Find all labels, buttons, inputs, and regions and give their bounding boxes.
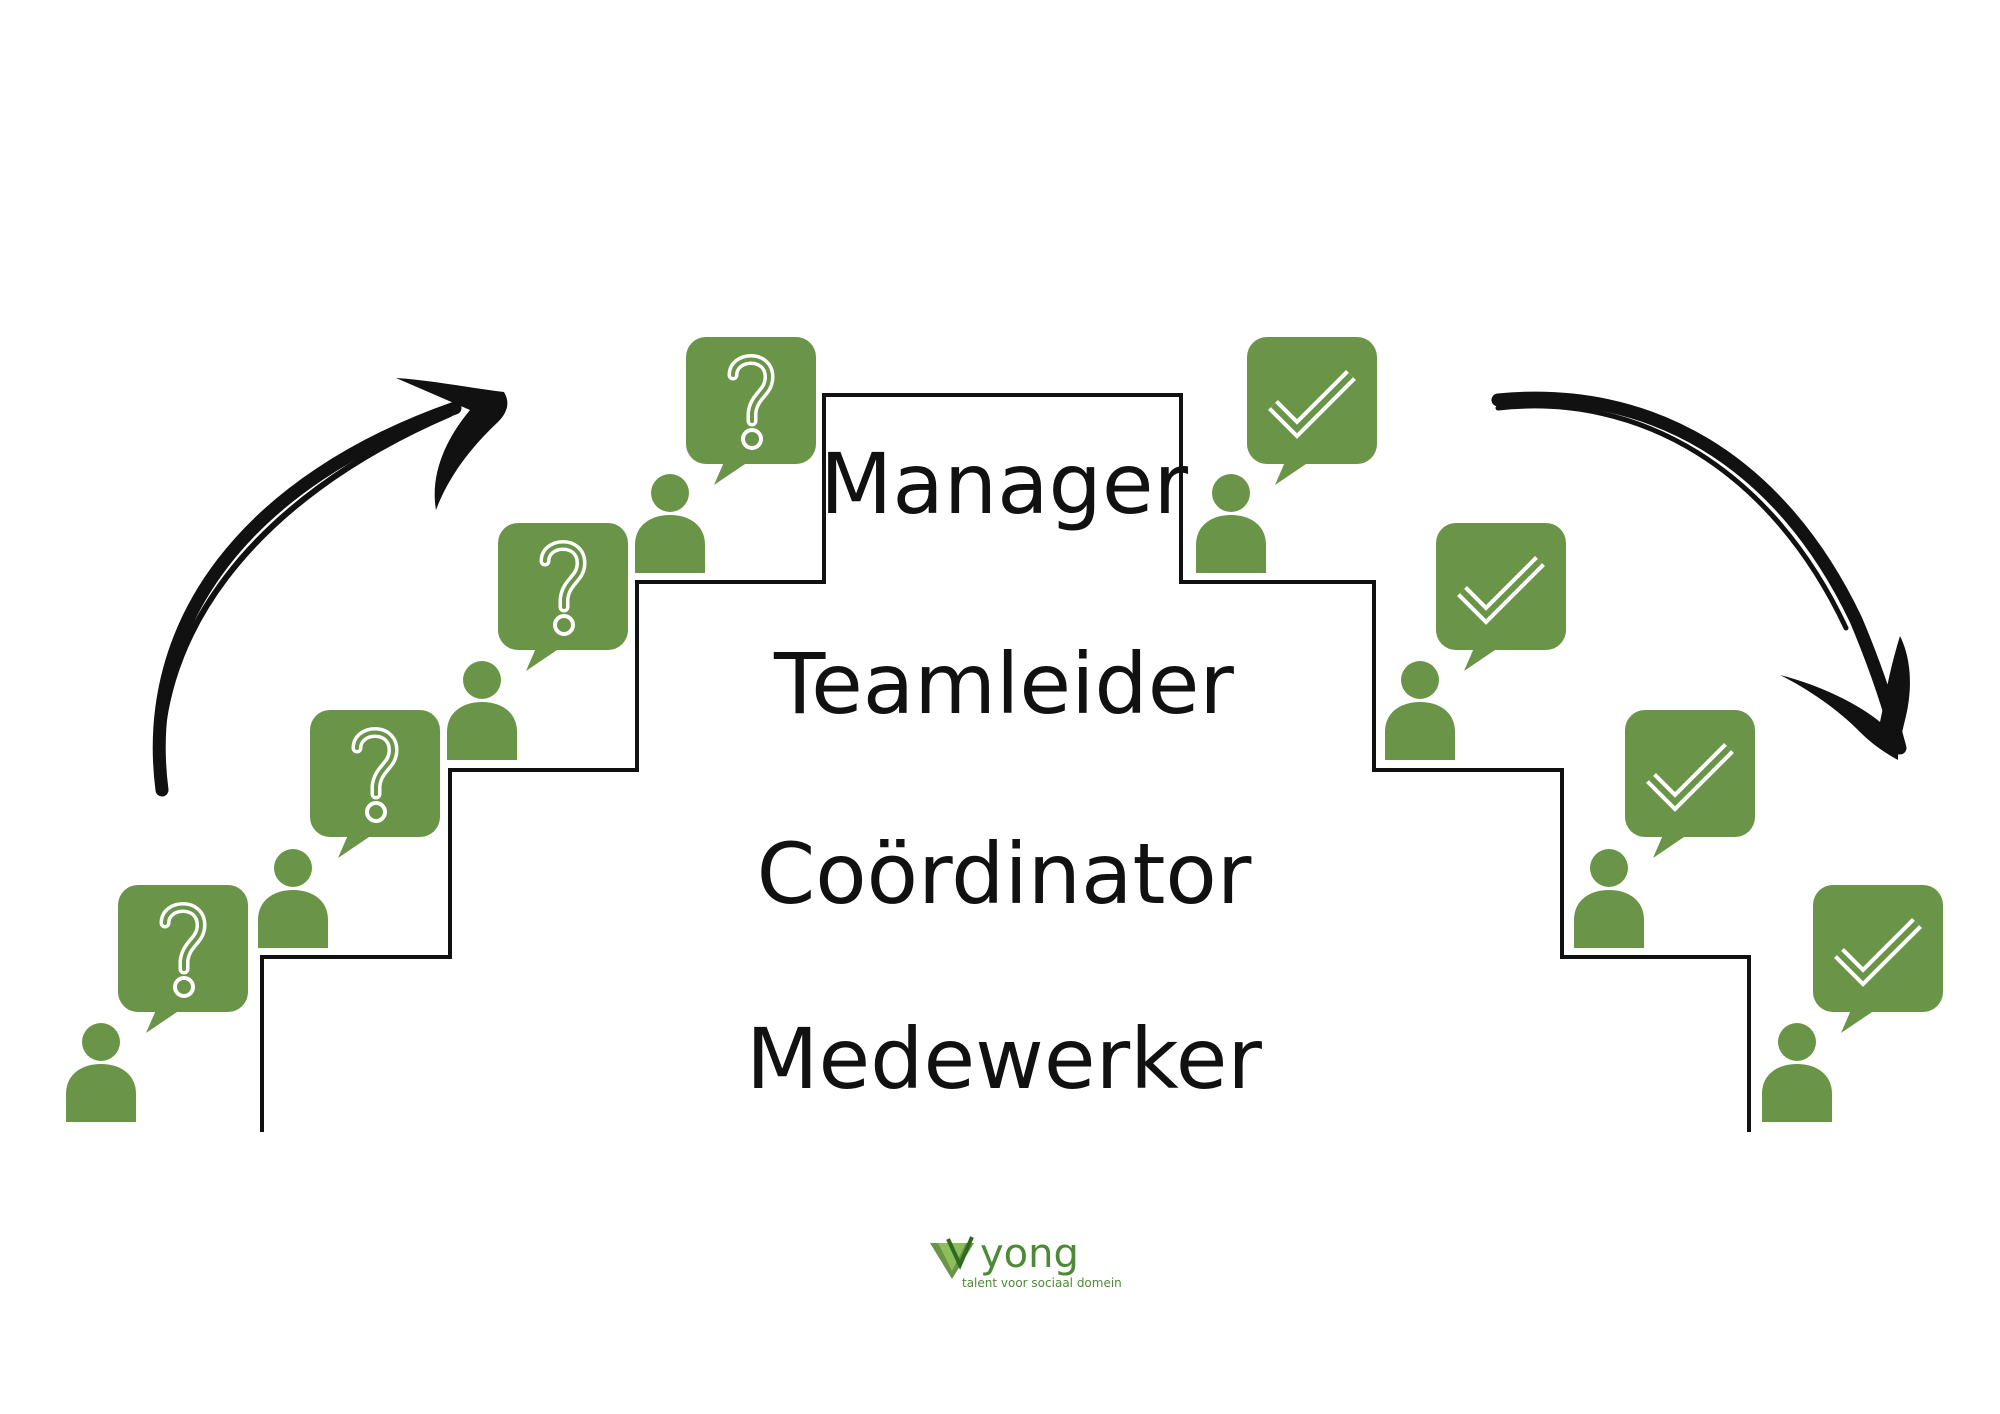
level-label-manager: Manager — [820, 435, 1189, 533]
yong-logo: yong talent voor sociaal domein — [930, 1231, 1122, 1290]
right-descenders — [1196, 337, 1943, 1122]
level-label-coordinator: Coördinator — [757, 825, 1252, 923]
question-bubble-icon — [686, 337, 816, 485]
level-label-teamleider: Teamleider — [773, 635, 1234, 733]
staircase-outline — [260, 393, 1751, 1132]
person-icon — [66, 1023, 136, 1122]
person-icon — [635, 474, 705, 573]
curved-arrow-up-icon — [152, 378, 508, 797]
check-bubble-icon — [1625, 710, 1755, 858]
logo-tagline: talent voor sociaal domein — [962, 1276, 1122, 1290]
check-bubble-icon — [1813, 885, 1943, 1033]
left-climbers — [66, 337, 816, 1122]
person-icon — [1762, 1023, 1832, 1122]
person-icon — [258, 849, 328, 948]
question-bubble-icon — [310, 710, 440, 858]
level-label-medewerker: Medewerker — [746, 1010, 1262, 1108]
logo-word: yong — [980, 1231, 1079, 1277]
curved-arrow-down-icon — [1491, 391, 1910, 760]
person-icon — [1385, 661, 1455, 760]
person-icon — [447, 661, 517, 760]
person-icon — [1196, 474, 1266, 573]
person-icon — [1574, 849, 1644, 948]
check-bubble-icon — [1436, 523, 1566, 671]
question-bubble-icon — [498, 523, 628, 671]
question-bubble-icon — [118, 885, 248, 1033]
check-bubble-icon — [1247, 337, 1377, 485]
